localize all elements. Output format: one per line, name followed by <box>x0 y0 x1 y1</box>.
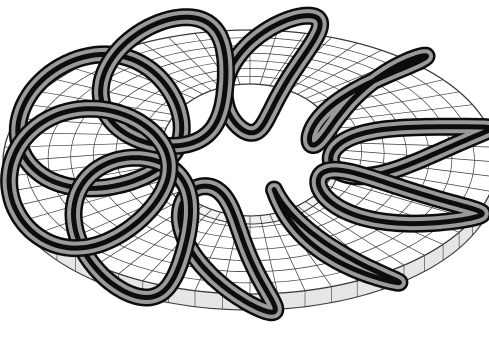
torus-coil-diagram <box>0 0 489 362</box>
